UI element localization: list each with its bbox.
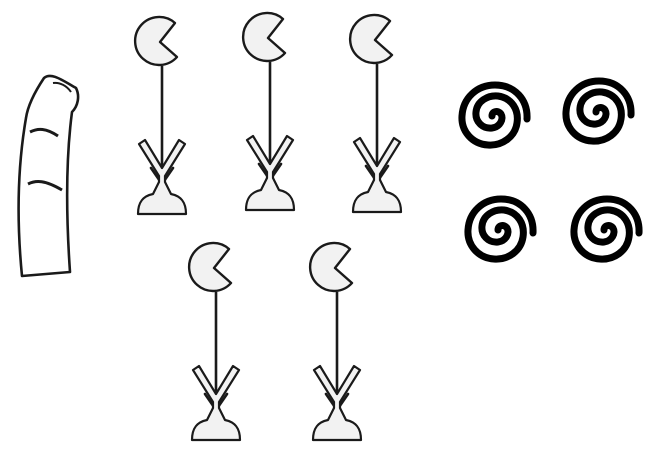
finger-icon	[19, 76, 78, 276]
spiral-icon	[574, 199, 639, 259]
pacman-receptor-icon	[310, 243, 361, 440]
spiral-icon	[462, 85, 527, 145]
pacman-receptor-icon	[189, 243, 240, 440]
pacman-receptor-icon	[350, 15, 401, 212]
spiral-icon	[468, 199, 533, 259]
spiral-icon	[566, 81, 631, 141]
pacman-receptor-icon	[135, 17, 186, 214]
pacman-receptor-icon	[243, 13, 294, 210]
